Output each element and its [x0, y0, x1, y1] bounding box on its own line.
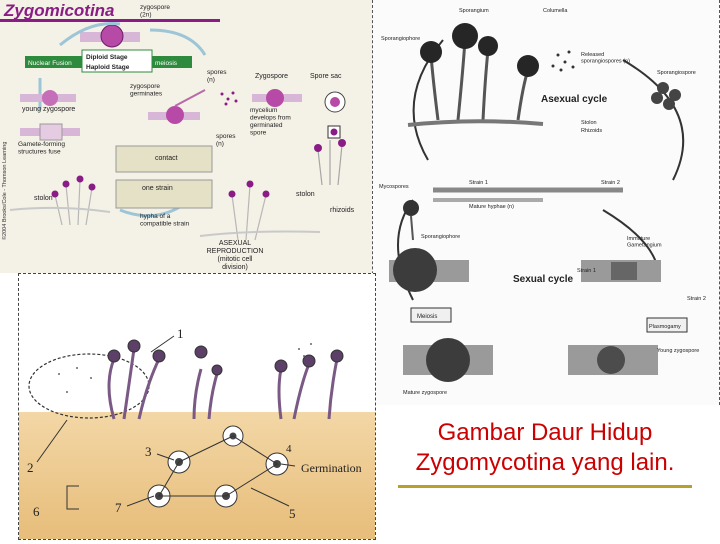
sporangiophore-label: Sporangiophore — [381, 36, 420, 42]
figure-caption: Gambar Daur Hidup Zygomycotina yang lain… — [380, 418, 710, 478]
strain-2-label-b: Strain 2 — [687, 296, 706, 302]
zygospore-2n-label: zygospore(2n) — [140, 4, 170, 18]
young-zygospore-label: young zygospore — [22, 106, 75, 113]
rhizoids-label-right: Rhizoids — [581, 128, 602, 134]
one-strain-label: one strain — [142, 185, 173, 192]
caption-underline — [398, 485, 692, 488]
spore-sac-label: Spore sac — [310, 73, 342, 80]
caption-line-1: Gambar Daur Hidup — [437, 419, 653, 446]
rhizoids-label: rhizoids — [330, 207, 355, 214]
label-number-5: 5 — [289, 506, 296, 521]
label-number-6: 6 — [33, 504, 40, 519]
sporangium-label: Sporangium — [459, 8, 489, 14]
strain-1-label-a: Strain 1 — [469, 180, 488, 186]
stolon-label-1: stolon — [34, 195, 53, 202]
label-number-3: 3 — [145, 444, 152, 459]
top-left-diagram: Zygomicotina Nuclear Fusion meiosis Dipl… — [0, 0, 372, 273]
mature-hyphae-label: Mature hyphae (n) — [469, 204, 514, 210]
diploid-stage-label: Diploid Stage — [86, 54, 128, 61]
label-number-1: 1 — [177, 326, 184, 341]
caption-line-2: Zygomycotina yang lain. — [415, 449, 675, 476]
panel-title: Zygomicotina — [3, 1, 115, 20]
contact-label: contact — [155, 155, 178, 162]
spores-n-label-2: spores(n) — [216, 133, 236, 147]
stolon-label: Stolon — [581, 120, 597, 126]
strain-2-label-a: Strain 2 — [601, 180, 620, 186]
columella-label: Columella — [543, 8, 568, 14]
asexual-cycle-label: Asexual cycle — [541, 94, 608, 105]
label-number-7: 7 — [115, 500, 122, 515]
mature-zygospore-label: Mature zygospore — [403, 390, 447, 396]
sporangiophore-label-2: Sporangiophore — [421, 234, 460, 240]
meiosis-label: meiosis — [155, 60, 178, 67]
germination-label: Germination — [301, 461, 362, 475]
plasmogamy-box-label: Plasmogamy — [649, 324, 681, 330]
label-number-4: 4 — [286, 443, 292, 455]
meiosis-box-label: Meiosis — [417, 314, 437, 320]
bottom-left-diagram: 1 2 3 4 5 6 7 Germination — [19, 274, 375, 539]
spores-n-label-1: spores(n) — [207, 69, 227, 83]
nuclear-fusion-label: Nuclear Fusion — [28, 60, 72, 67]
haploid-stage-label: Haploid Stage — [86, 64, 130, 71]
sporangiospore-label: Sporangiospore — [657, 70, 696, 76]
mycospores-label: Mycospores — [379, 184, 409, 190]
life-cycle-panel-top-left: Zygomicotina Nuclear Fusion meiosis Dipl… — [0, 0, 372, 273]
sexual-cycle-label: Sexual cycle — [513, 274, 573, 285]
copyright-text: ©2004 Brooks/Cole - Thomson Learning — [1, 142, 8, 240]
young-zygospore-label-right: Young zygospore — [657, 348, 699, 354]
strain-1-label-b: Strain 1 — [577, 268, 596, 274]
stolon-label-2: stolon — [296, 191, 315, 198]
zygospore-label: Zygospore — [255, 73, 288, 80]
label-number-2: 2 — [27, 460, 34, 475]
life-cycle-panel-bottom-left: 1 2 3 4 5 6 7 Germination — [18, 273, 376, 540]
right-diagram: Sporangium Columella Sporangiophore Rele… — [373, 0, 719, 405]
life-cycle-panel-right: Sporangium Columella Sporangiophore Rele… — [372, 0, 720, 405]
